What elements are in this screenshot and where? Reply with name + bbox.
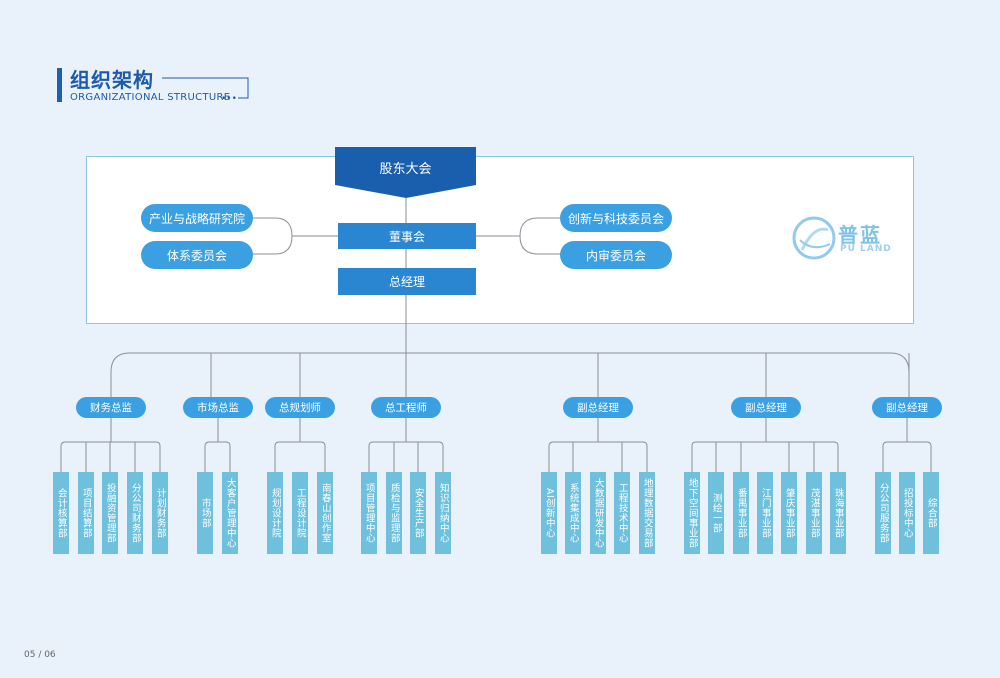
page-title: 组织架构 (70, 68, 154, 92)
unit-box: 大数据研发中心 (590, 472, 606, 554)
unit-box: 分公司服务部 (875, 472, 891, 554)
title-accent-bar (57, 68, 62, 102)
unit-box: 项目管理中心 (361, 472, 377, 554)
unit-box: 地理数据交易部 (639, 472, 655, 554)
board-of-directors: 董事会 (338, 223, 476, 249)
unit-box: 市场部 (197, 472, 213, 554)
committee-strategy-institute: 产业与战略研究院 (141, 204, 253, 232)
pu-land-logo-icon (792, 216, 836, 260)
unit-box: 肇庆事业部 (781, 472, 797, 554)
unit-box: 质检与监理部 (386, 472, 402, 554)
unit-box: 安全生产部 (410, 472, 426, 554)
logo-cn-text: 普蓝 (838, 223, 882, 247)
unit-box: 分公司财务部 (127, 472, 143, 554)
unit-box: 南春山创作室 (317, 472, 333, 554)
unit-box: 综合部 (923, 472, 939, 554)
committee-internal-audit: 内审委员会 (560, 241, 672, 269)
unit-box: 大客户管理中心 (222, 472, 238, 554)
unit-box: 招投标中心 (899, 472, 915, 554)
page-number: 05 / 06 (24, 650, 56, 660)
unit-box: 知识归纳中心 (435, 472, 451, 554)
logo-en-text: PU LAND (840, 244, 892, 254)
division-chief-engineer: 总工程师 (371, 397, 441, 418)
committee-innovation-tech: 创新与科技委员会 (560, 204, 672, 232)
division-cmo: 市场总监 (183, 397, 253, 418)
governance-panel (86, 156, 914, 324)
division-vp-2: 副总经理 (731, 397, 801, 418)
unit-box: 测绘一部 (708, 472, 724, 554)
unit-box: 投融资管理部 (102, 472, 118, 554)
general-manager: 总经理 (338, 268, 476, 295)
unit-box: 计划财务部 (152, 472, 168, 554)
unit-box: 茂湛事业部 (806, 472, 822, 554)
page-subtitle: ORGANIZATIONAL STRUCTURE (70, 92, 231, 103)
unit-box: AI创新中心 (541, 472, 557, 554)
unit-box: 工程技术中心 (614, 472, 630, 554)
unit-box: 项目结算部 (78, 472, 94, 554)
division-cfo: 财务总监 (76, 397, 146, 418)
unit-box: 工程设计院 (292, 472, 308, 554)
unit-box: 规划设计院 (267, 472, 283, 554)
unit-box: 番禺事业部 (733, 472, 749, 554)
svg-text:•••: ••• (221, 94, 237, 104)
division-vp-3: 副总经理 (872, 397, 942, 418)
unit-box: 江门事业部 (757, 472, 773, 554)
division-vp-1: 副总经理 (563, 397, 633, 418)
committee-system: 体系委员会 (141, 241, 253, 269)
unit-box: 珠海事业部 (830, 472, 846, 554)
unit-box: 会计核算部 (53, 472, 69, 554)
unit-box: 系统集成中心 (565, 472, 581, 554)
unit-box: 地下空间事业部 (684, 472, 700, 554)
shareholders-meeting: 股东大会 (379, 161, 432, 177)
division-chief-planner: 总规划师 (265, 397, 335, 418)
